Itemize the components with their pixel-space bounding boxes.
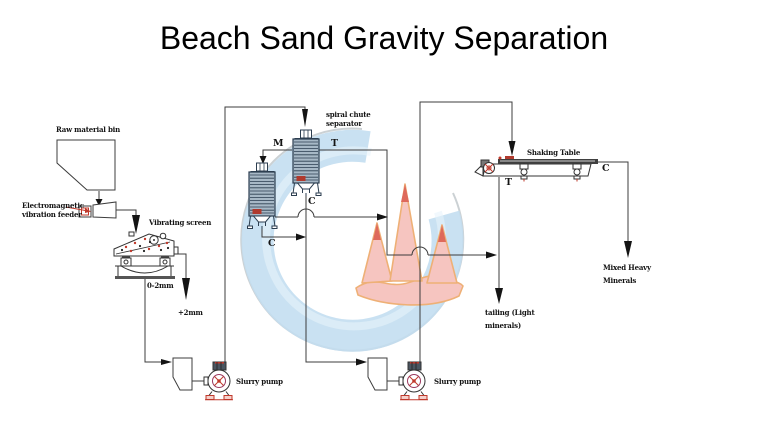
arrow-down-icon <box>95 199 103 206</box>
table-support <box>519 163 529 182</box>
shaking-table-icon <box>474 156 598 182</box>
spiral-label-line1: spiral chute <box>326 110 371 119</box>
watermark-peaks <box>355 183 464 306</box>
table-concentrate-line <box>597 161 629 241</box>
vibrating-screen-icon <box>113 231 179 279</box>
spiral-separator-label: spiral chute separator <box>326 110 371 129</box>
arrow-right-icon <box>486 251 497 259</box>
arrow-right-icon <box>377 213 388 221</box>
undersize-label: 0-2mm <box>147 281 174 290</box>
arrow-down-icon <box>182 278 190 300</box>
spiral-chute-separator-upper-icon <box>290 129 322 197</box>
spiral-tailings-line <box>319 149 412 256</box>
page-title: Beach Sand Gravity Separation <box>159 20 609 56</box>
arrow-down-icon <box>624 241 632 258</box>
mixed-label-line2: Minerals <box>603 276 637 286</box>
shaking-table-label: Shaking Table <box>527 148 581 157</box>
pump1-discharge-line <box>224 106 306 362</box>
pump2-feed-hopper-icon <box>367 357 388 391</box>
feeder-to-screen-line <box>116 209 137 216</box>
oversize-line <box>176 253 187 279</box>
tailing-label-line1: tailing (Light <box>485 308 535 317</box>
label-pointer-arrow <box>65 206 91 213</box>
arrow-down-icon <box>132 215 140 234</box>
arrow-right-icon <box>296 233 306 241</box>
electromagnetic-feeder-icon <box>65 201 117 219</box>
middlings-line <box>262 149 292 157</box>
slurry-pump1-label: Slurry pump <box>236 377 283 386</box>
undersize-to-hopper1-line <box>144 279 162 363</box>
raw-material-bin-icon <box>56 139 116 191</box>
arrow-down-icon <box>508 141 516 156</box>
pump2-discharge-line <box>419 101 513 362</box>
slurry-pump2-icon <box>398 361 429 401</box>
lower-concentrate-tag: C <box>268 238 276 249</box>
concentrate-to-hopper2-line <box>305 194 356 363</box>
feeder-label-line1: Electromagnetic <box>22 201 84 210</box>
mixed-heavy-minerals-label: Mixed Heavy Minerals <box>603 263 651 286</box>
tailing-label-line2: minerals) <box>485 321 521 331</box>
tailing-label: tailing (Light minerals) <box>485 308 535 331</box>
pump1-feed-hopper-icon <box>172 357 193 391</box>
spiral-tailings-tag: T <box>331 138 339 149</box>
spiral-label-line2: separator <box>326 119 362 129</box>
spiral-chute-separator-lower-icon <box>246 162 278 230</box>
arrow-down-icon <box>302 109 308 127</box>
slurry-pump2-label: Slurry pump <box>434 377 481 386</box>
table-tailings-tag: T <box>505 177 513 188</box>
vibrating-screen-label: Vibrating screen <box>149 218 212 227</box>
slurry-pump1-icon <box>203 361 234 401</box>
raw-material-bin-label: Raw material bin <box>56 125 121 134</box>
arrow-down-icon <box>495 288 503 304</box>
feeder-label: Electromagnetic vibration feeder <box>22 201 84 220</box>
table-support <box>572 163 582 182</box>
arrow-right-icon <box>356 358 367 366</box>
middlings-tag: M <box>273 138 284 149</box>
table-concentrate-tag: C <box>602 163 610 174</box>
feeder-label-line2: vibration feeder <box>22 210 82 220</box>
oversize-label: +2mm <box>178 308 203 317</box>
arrow-right-icon <box>161 359 172 365</box>
arrow-down-icon <box>259 156 267 164</box>
lower-concentrate-line <box>261 229 296 238</box>
mixed-label-line1: Mixed Heavy <box>603 263 651 272</box>
upper-concentrate-tag: C <box>308 196 316 207</box>
